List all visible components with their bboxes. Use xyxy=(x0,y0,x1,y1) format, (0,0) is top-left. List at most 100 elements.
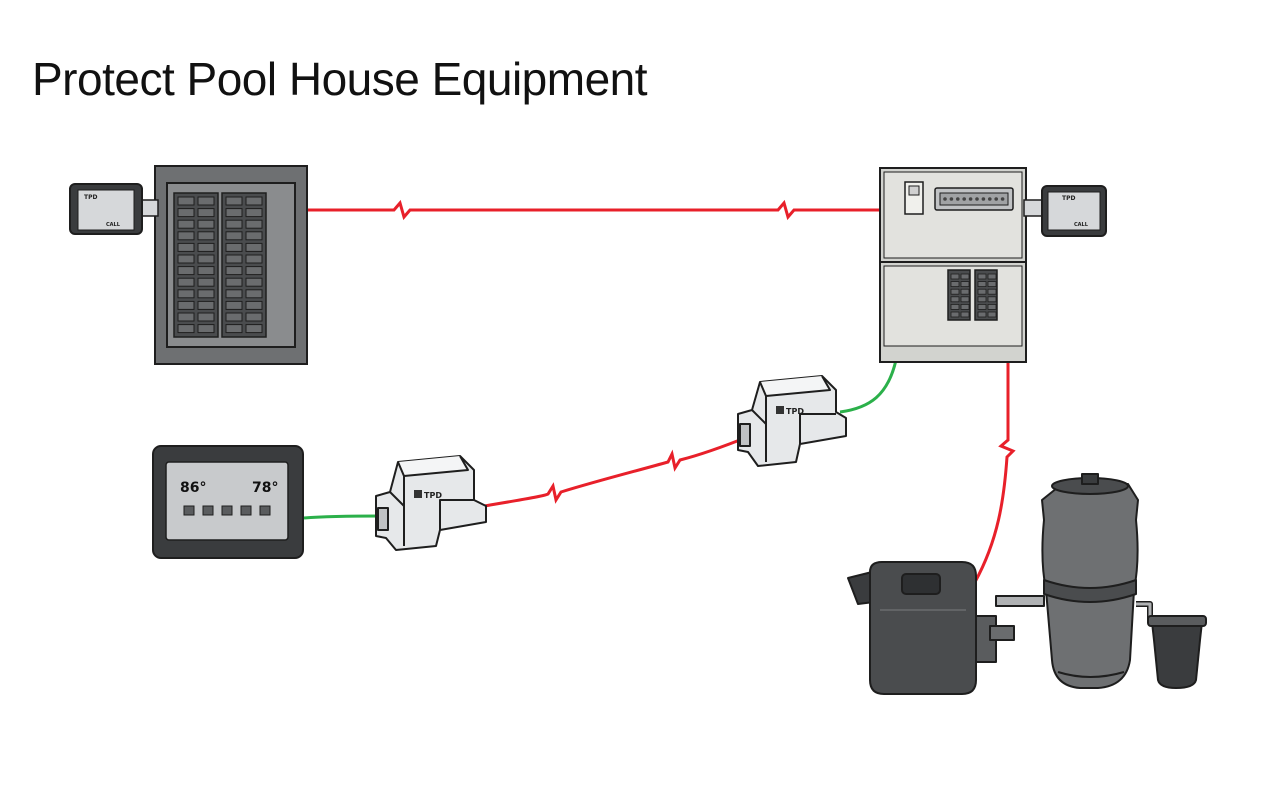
surge-protector-controller: TPD CALL xyxy=(1023,185,1107,237)
breaker-switch xyxy=(177,312,195,322)
power-line-controller-to-pump xyxy=(973,362,1016,583)
breaker-switch xyxy=(987,296,997,303)
tpd-label: TPD xyxy=(424,491,442,500)
status-led xyxy=(988,197,992,201)
logo-icon xyxy=(776,406,784,414)
pool-filter xyxy=(1041,473,1153,689)
breaker-switch xyxy=(245,324,263,334)
breaker-switch xyxy=(197,324,215,334)
breaker-switch xyxy=(960,288,970,295)
status-led xyxy=(981,197,986,201)
breaker-switch xyxy=(977,311,987,318)
breaker-switch xyxy=(225,219,243,229)
thermostat-button[interactable] xyxy=(202,505,214,516)
breaker-switch xyxy=(177,219,195,229)
breaker-switch xyxy=(950,296,960,303)
breaker-switch xyxy=(977,296,987,303)
data-line-controller xyxy=(839,359,898,414)
pool-pump xyxy=(847,561,1045,695)
breaker-switch xyxy=(977,281,987,288)
page-title: Protect Pool House Equipment xyxy=(32,53,648,105)
breaker-switch xyxy=(177,208,195,218)
breaker-switch xyxy=(977,288,987,295)
breaker-switch xyxy=(225,231,243,241)
breaker-switch xyxy=(177,254,195,264)
breaker-switch xyxy=(225,254,243,264)
breaker-switch xyxy=(225,324,243,334)
call-label: CALL xyxy=(1074,222,1089,228)
breaker-switch xyxy=(245,300,263,310)
power-line-surge-devices xyxy=(483,434,751,508)
breaker-switch xyxy=(960,281,970,288)
breaker-switch xyxy=(987,288,997,295)
thermostat-left-temp: 86° xyxy=(180,480,206,496)
tpd-label: TPD xyxy=(786,407,804,416)
breaker-switch xyxy=(197,277,215,287)
surge-device-left: TPD xyxy=(375,455,487,551)
breaker-switch xyxy=(245,277,263,287)
breaker-switch xyxy=(950,311,960,318)
breaker-switch xyxy=(245,208,263,218)
pool-controller xyxy=(879,167,1027,363)
breaker-switch xyxy=(225,277,243,287)
breaker-switch xyxy=(197,242,215,252)
breaker-switch xyxy=(245,196,263,206)
call-label: CALL xyxy=(106,222,121,228)
breaker-switch xyxy=(977,303,987,310)
thermostat-button[interactable] xyxy=(221,505,233,516)
breaker-switch xyxy=(225,266,243,276)
logo-icon xyxy=(414,490,422,498)
status-led xyxy=(1000,197,1005,201)
breaker-switch xyxy=(245,242,263,252)
breaker-switch xyxy=(197,312,215,322)
breaker-switch xyxy=(245,231,263,241)
breaker-switch xyxy=(177,242,195,252)
breaker-switch xyxy=(245,254,263,264)
breaker-switch xyxy=(960,273,970,280)
breaker-switch xyxy=(960,296,970,303)
breaker-switch xyxy=(177,324,195,334)
surge-protector-panel: TPD CALL xyxy=(69,183,159,235)
breaker-switch xyxy=(197,254,215,264)
status-led xyxy=(943,197,947,201)
breaker-switch xyxy=(987,273,997,280)
thermostat-button[interactable] xyxy=(259,505,271,516)
breaker-switch xyxy=(177,277,195,287)
data-line-thermostat xyxy=(303,514,386,520)
breaker-switch xyxy=(987,311,997,318)
breaker-switch xyxy=(950,288,960,295)
status-led xyxy=(968,197,973,201)
thermostat-right-temp: 78° xyxy=(252,480,278,496)
strainer-pot xyxy=(1147,615,1207,689)
breaker-switch xyxy=(177,289,195,299)
breaker-switch xyxy=(987,281,997,288)
breaker-switch xyxy=(245,219,263,229)
breaker-switch xyxy=(245,289,263,299)
breaker-switch xyxy=(950,303,960,310)
breaker-switch xyxy=(197,208,215,218)
breaker-switch xyxy=(177,266,195,276)
thermostat-button[interactable] xyxy=(240,505,252,516)
breaker-panel xyxy=(154,165,308,365)
breaker-switch xyxy=(197,219,215,229)
breaker-switch xyxy=(950,273,960,280)
breaker-switch xyxy=(225,242,243,252)
breaker-switch xyxy=(177,300,195,310)
breaker-switch xyxy=(197,300,215,310)
breaker-switch xyxy=(197,289,215,299)
breaker-switch xyxy=(225,300,243,310)
breaker-switch xyxy=(177,196,195,206)
breaker-switch xyxy=(225,289,243,299)
breaker-switch xyxy=(960,311,970,318)
breaker-switch xyxy=(225,312,243,322)
status-led xyxy=(975,197,979,201)
breaker-switch xyxy=(197,266,215,276)
tpd-label: TPD xyxy=(1062,195,1075,202)
breaker-switch xyxy=(225,208,243,218)
thermostat-button[interactable] xyxy=(183,505,195,516)
breaker-switch xyxy=(245,266,263,276)
thermostat: 86° 78° xyxy=(152,445,304,559)
status-led xyxy=(949,197,954,201)
breaker-switch xyxy=(197,231,215,241)
